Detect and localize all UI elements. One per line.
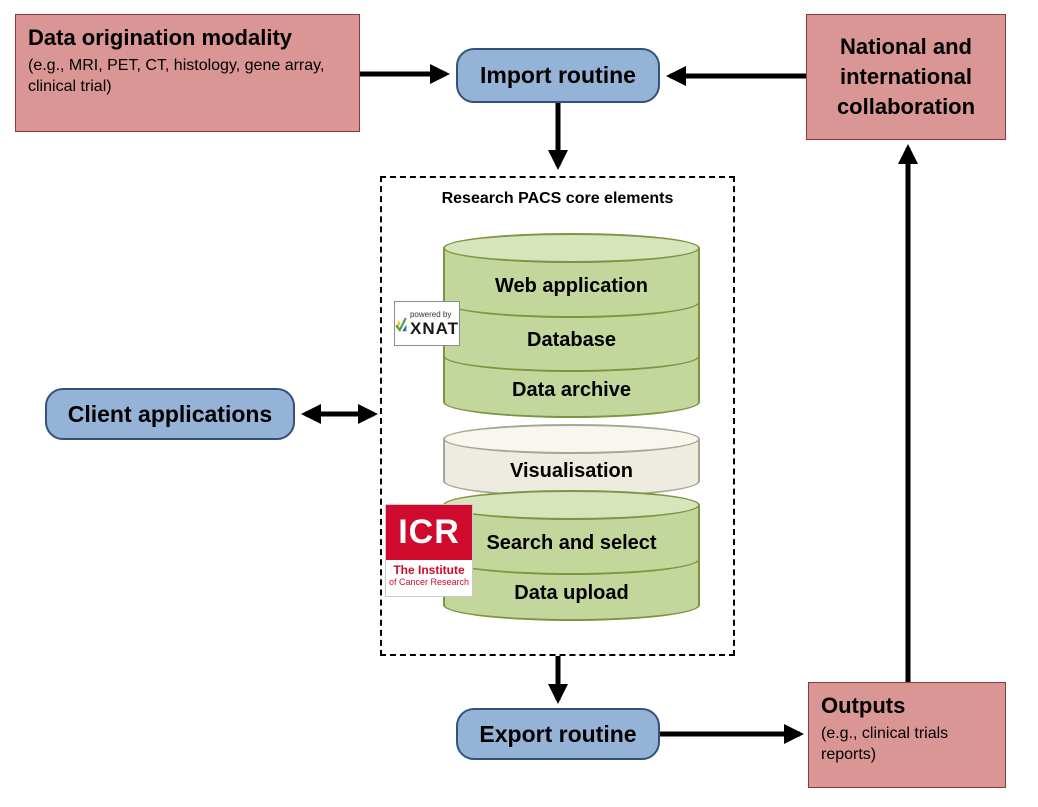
core-cylinder-stack-2: Search and select Data upload [443,490,700,621]
icr-logo: ICR The Institute of Cancer Research [385,504,473,597]
icr-logo-line2: of Cancer Research [388,577,470,588]
outputs-box: Outputs (e.g., clinical trials reports) [808,682,1006,788]
cylinder-top-ellipse [443,424,700,454]
research-pacs-core-title: Research PACS core elements [441,190,674,207]
search-and-select-label: Search and select [486,531,657,554]
data-origination-title: Data origination modality [28,25,293,50]
visualisation-label: Visualisation [509,459,633,482]
xnat-powered-by-text: powered by [409,309,452,319]
data-archive-label: Data archive [512,378,631,401]
visualisation-cylinder: Visualisation [443,424,700,497]
national-collaboration-box: National and international collaboration [806,14,1006,140]
data-origination-subtitle: (e.g., MRI, PET, CT, histology, gene arr… [28,57,325,96]
xnat-logo: powered by XNAT [394,301,460,346]
outputs-title: Outputs [821,693,906,718]
outputs-subtitle: (e.g., clinical trials reports) [821,725,949,764]
icr-logo-abbr: ICR [386,505,472,560]
xnat-name-text: XNAT [409,318,459,338]
xnat-logo-mark [395,317,407,332]
core-cylinder-stack-1: Web application Database Data archive [443,233,700,418]
client-applications-box: Client applications [45,388,295,440]
web-application-label: Web application [495,274,648,297]
export-routine-label: Export routine [479,720,637,747]
cylinder-top-ellipse [443,490,700,520]
national-collaboration-label: National and international collaboration [836,34,976,119]
import-routine-box: Import routine [456,48,660,103]
import-routine-label: Import routine [480,62,636,88]
icr-logo-line1: The Institute [393,563,465,577]
data-upload-label: Data upload [514,581,629,604]
research-pacs-core-box: Research PACS core elements [380,176,735,656]
client-applications-label: Client applications [67,400,273,427]
export-routine-box: Export routine [456,708,660,760]
database-label: Database [527,328,616,351]
cylinder-top-ellipse [443,233,700,263]
data-origination-box: Data origination modality (e.g., MRI, PE… [15,14,360,132]
